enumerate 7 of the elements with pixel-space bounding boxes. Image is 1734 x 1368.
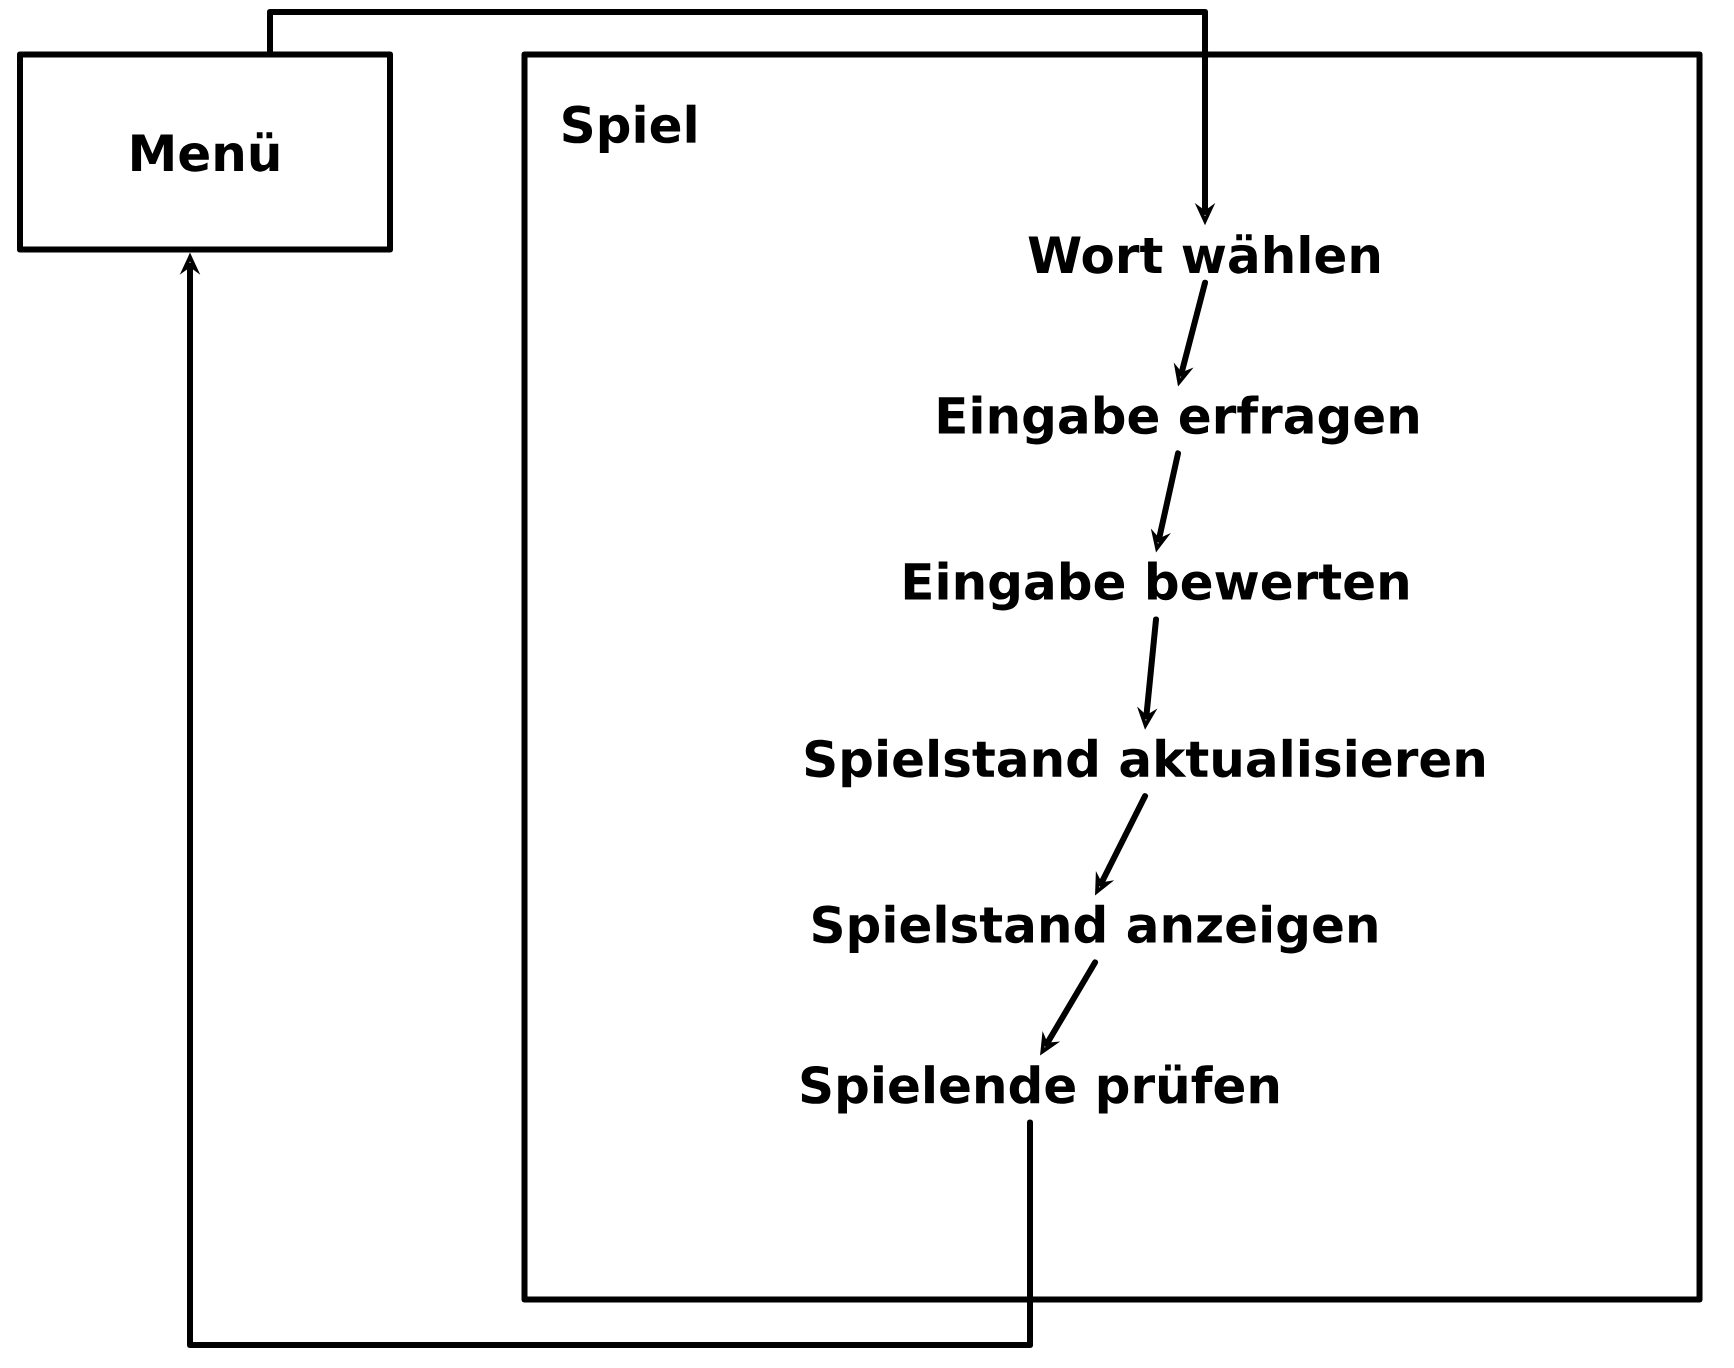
process-box: Menü: [17, 51, 393, 253]
step-text: Spielende prüfen: [801, 1064, 1279, 1114]
step-text: Eingabe bewerten: [904, 561, 1408, 611]
step-text: Eingabe erfragen: [938, 395, 1418, 445]
step-text: Spielstand anzeigen: [813, 904, 1377, 954]
step-text: Wort wählen: [1028, 234, 1380, 274]
step-text: Spielstand aktualisieren: [805, 738, 1484, 788]
